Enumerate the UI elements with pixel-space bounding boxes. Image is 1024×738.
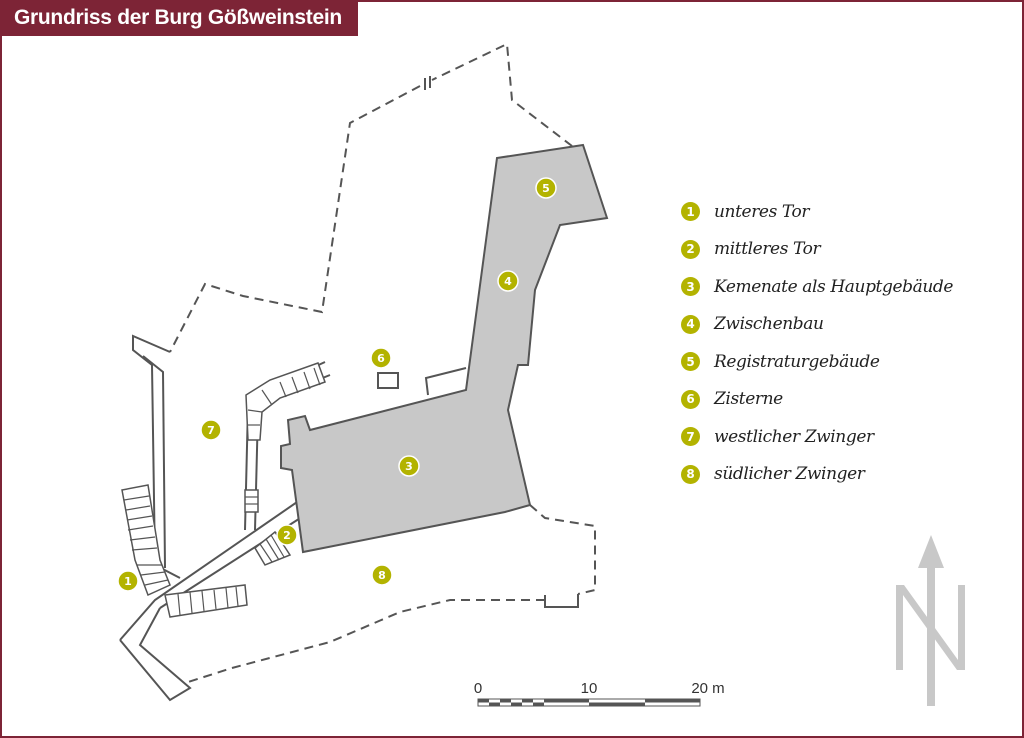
svg-text:1: 1	[124, 575, 132, 588]
legend-item: 4 Zwischenbau	[681, 306, 953, 344]
marker-6: 6	[370, 347, 392, 369]
plan-markers: 1 2 3 4 5 6 7 8	[117, 177, 557, 592]
legend-label: westlicher Zwinger	[714, 426, 874, 447]
svg-text:8: 8	[378, 569, 386, 582]
marker-3: 3	[398, 455, 420, 477]
marker-1: 1	[117, 570, 139, 592]
legend-badge: 6	[681, 389, 700, 409]
svg-text:4: 4	[504, 275, 512, 288]
svg-text:2: 2	[283, 529, 291, 542]
legend-label: mittleres Tor	[714, 239, 821, 260]
svg-text:3: 3	[405, 460, 413, 473]
legend-item: 6 Zisterne	[681, 381, 953, 419]
svg-text:5: 5	[542, 182, 550, 195]
legend-badge: 3	[681, 277, 700, 297]
legend-label: Zwischenbau	[714, 314, 824, 335]
page-title: Grundriss der Burg Gößweinstein	[0, 0, 358, 36]
legend-item: 3 Kemenate als Hauptgebäude	[681, 268, 953, 306]
legend-badge: 7	[681, 427, 700, 447]
legend-label: Registraturgebäude	[714, 351, 880, 372]
scale-label-10: 10	[581, 680, 598, 697]
marker-5: 5	[535, 177, 557, 199]
outer-dashed-outline	[169, 42, 596, 684]
legend-item: 8 südlicher Zwinger	[681, 456, 953, 494]
scale-label-0: 0	[474, 680, 482, 697]
legend-item: 5 Registraturgebäude	[681, 343, 953, 381]
svg-text:7: 7	[207, 424, 215, 437]
legend-label: südlicher Zwinger	[714, 464, 865, 485]
marker-7: 7	[200, 419, 222, 441]
scale-bar: 0 10 20 m	[474, 680, 725, 707]
svg-text:6: 6	[377, 352, 385, 365]
marker-4: 4	[497, 270, 519, 292]
legend-badge: 4	[681, 314, 700, 334]
marker-2: 2	[276, 524, 298, 546]
legend-badge: 8	[681, 464, 700, 484]
scale-label-20: 20 m	[691, 680, 724, 697]
legend-label: Kemenate als Hauptgebäude	[714, 276, 954, 297]
main-building	[280, 143, 609, 554]
legend-badge: 2	[681, 239, 700, 259]
legend-label: Zisterne	[714, 389, 783, 410]
north-arrow-icon	[896, 535, 965, 706]
legend-label: unteres Tor	[714, 201, 810, 222]
legend: 1 unteres Tor 2 mittleres Tor 3 Kemenate al…	[681, 193, 953, 493]
legend-item: 2 mittleres Tor	[681, 231, 953, 269]
legend-item: 7 westlicher Zwinger	[681, 418, 953, 456]
legend-badge: 5	[681, 352, 700, 372]
legend-item: 1 unteres Tor	[681, 193, 953, 231]
marker-8: 8	[371, 564, 393, 586]
legend-badge: 1	[681, 202, 700, 222]
